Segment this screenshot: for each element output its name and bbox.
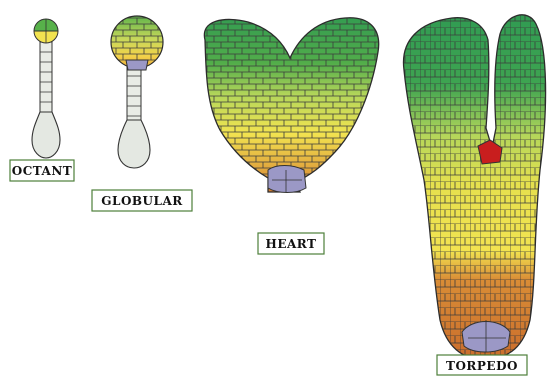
globular-suspensor [127, 66, 141, 122]
octant-basal-cell [32, 112, 60, 158]
octant-suspensor [40, 42, 52, 114]
octant-proembryo [34, 19, 58, 43]
heart-label: HEART [266, 237, 317, 251]
octant-label: OCTANT [12, 164, 73, 178]
globular-embryo: GLOBULAR [92, 14, 192, 211]
globular-basal-cell [118, 120, 150, 168]
octant-embryo: OCTANT [10, 19, 74, 181]
globular-hypophysis [126, 60, 148, 70]
heart-root-pole [268, 166, 306, 193]
globular-label: GLOBULAR [101, 194, 183, 208]
torpedo-embryo: TORPEDO [398, 6, 554, 375]
heart-embryo: HEART [195, 10, 390, 254]
torpedo-label: TORPEDO [446, 359, 518, 373]
